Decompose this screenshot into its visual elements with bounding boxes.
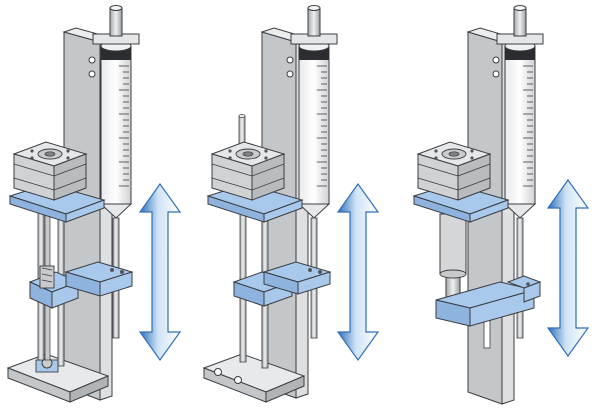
motion-arrow-icon — [337, 183, 379, 361]
base-plate — [6, 353, 110, 403]
carriage-bar — [435, 281, 535, 327]
stepper-motor — [13, 141, 87, 201]
panel-1-leadscrew — [6, 5, 181, 403]
panel-3-linear-actuator — [412, 5, 589, 405]
motion-arrow-icon — [139, 183, 181, 361]
carriage-clamp — [232, 261, 332, 307]
base-plate — [202, 353, 306, 403]
actuator-body — [439, 213, 467, 305]
motion-arrow-icon — [547, 179, 589, 357]
stepper-motor — [417, 141, 491, 201]
panel-2-captive-shaft — [202, 5, 379, 403]
stepper-motor — [211, 141, 285, 201]
carriage-clamp — [506, 275, 542, 303]
carriage-clamp — [64, 261, 134, 297]
